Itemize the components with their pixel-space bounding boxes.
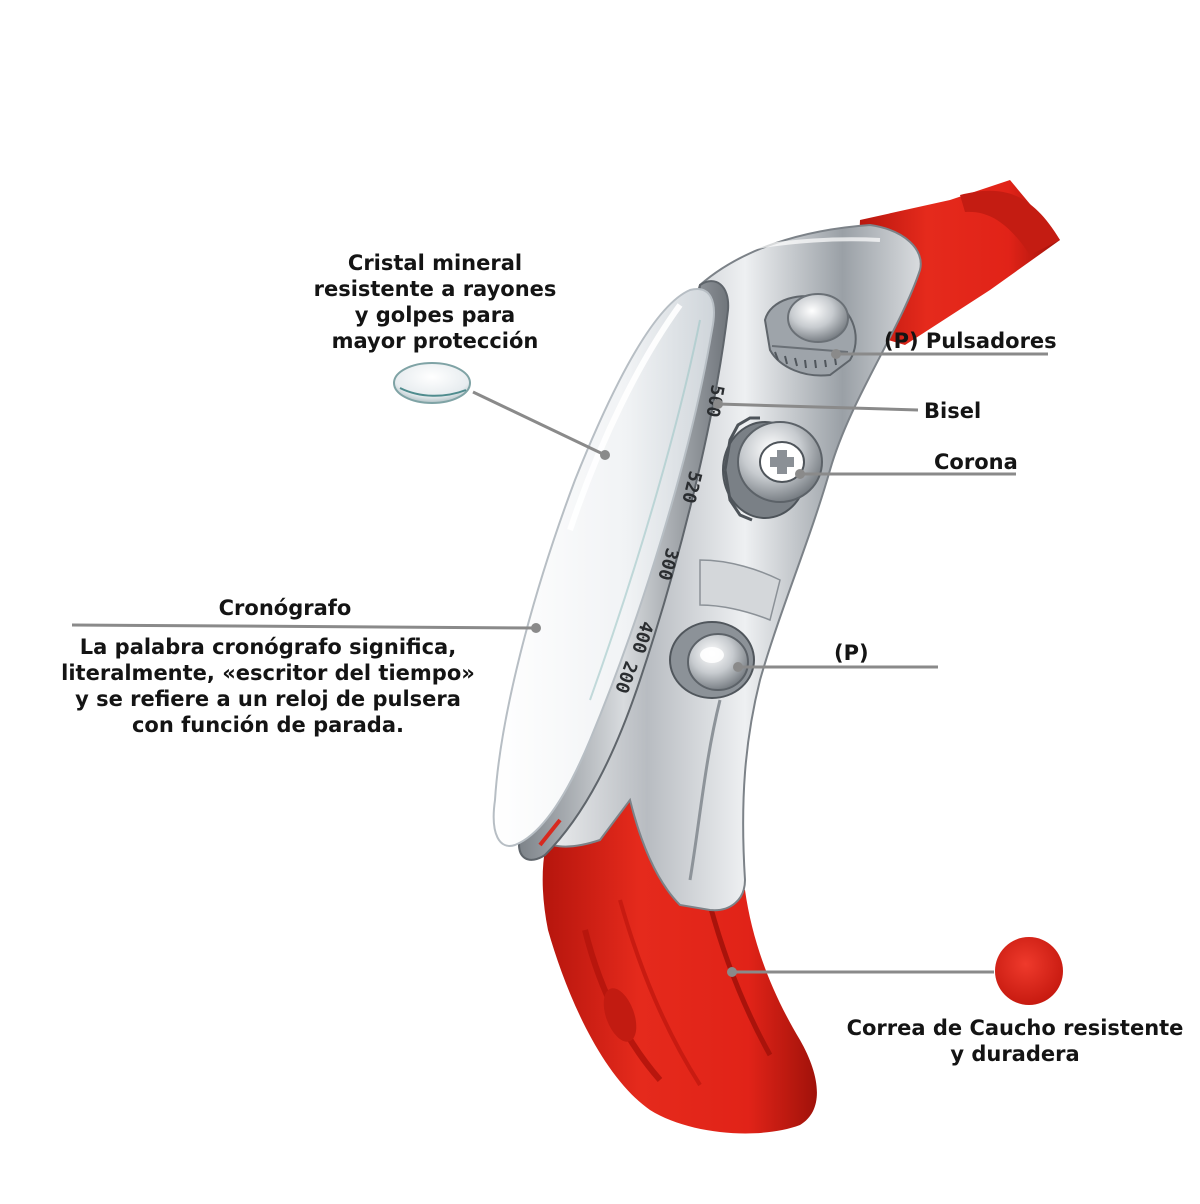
- pusher-lower-callout: (P): [834, 641, 869, 665]
- lower-pusher-icon: [669, 621, 755, 699]
- crown-icon: [722, 416, 823, 522]
- rubber-swatch-icon: [995, 937, 1063, 1005]
- bezel-callout: Bisel: [924, 399, 982, 423]
- crystal-line-3: y golpes para: [354, 303, 516, 327]
- strap-line-1: Correa de Caucho resistente: [846, 1016, 1184, 1040]
- chronograph-line-1: La palabra cronógrafo significa,: [79, 635, 457, 659]
- lower-strap: [542, 760, 817, 1134]
- chronograph-description: La palabra cronógrafo significa, literal…: [58, 634, 478, 738]
- chronograph-title: Cronógrafo: [218, 596, 352, 620]
- crystal-disc-icon: [393, 362, 471, 404]
- chronograph-line-3: y se refiere a un reloj de pulsera: [75, 687, 461, 711]
- crystal-callout: Cristal mineral resistente a rayones y g…: [290, 250, 580, 354]
- bezel-callout-line: [717, 402, 919, 412]
- swiss-cross-icon: [770, 450, 794, 474]
- chronograph-callout-line: [71, 623, 537, 630]
- strap-callout: Correa de Caucho resistente y duradera: [835, 1015, 1195, 1067]
- crystal-line-2: resistente a rayones: [313, 277, 557, 301]
- chronograph-line-4: con función de parada.: [131, 713, 404, 737]
- crystal-line-4: mayor protección: [331, 329, 539, 353]
- crystal-dome: [492, 288, 715, 847]
- pushers-callout: (P) Pulsadores: [884, 329, 1057, 353]
- crystal-line-1: Cristal mineral: [347, 251, 523, 275]
- chronograph-line-2: literalmente, «escritor del tiempo»: [61, 661, 475, 685]
- strap-line-2: y duradera: [950, 1042, 1080, 1066]
- crown-callout: Corona: [934, 450, 1018, 474]
- crystal-callout-line: [472, 390, 606, 457]
